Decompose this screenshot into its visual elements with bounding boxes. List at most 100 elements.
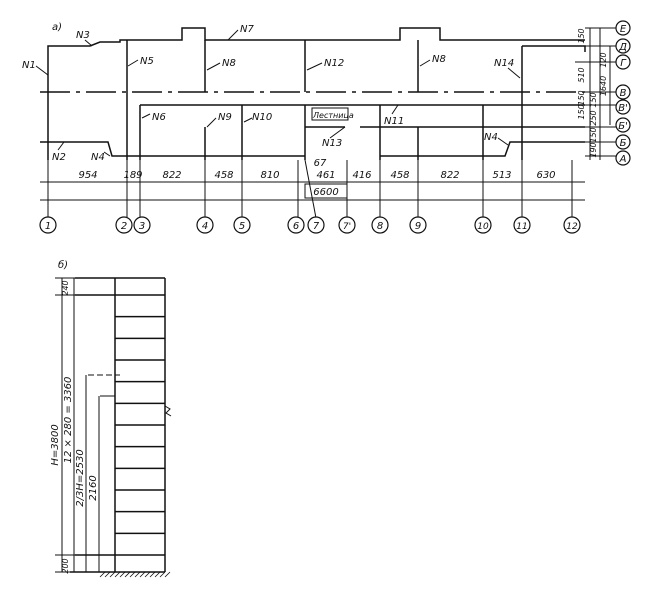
node-label: N6 xyxy=(152,112,166,123)
node-label: N4 xyxy=(91,152,105,163)
axis-label: В' xyxy=(618,103,628,114)
dim-value: 200 xyxy=(61,558,70,573)
axis-circle xyxy=(233,216,251,234)
dim-value: 12 × 280 = 3360 xyxy=(63,377,74,464)
node-label: N7 xyxy=(240,24,254,35)
leader xyxy=(306,62,323,71)
axis-circle xyxy=(615,134,631,150)
axis-circle xyxy=(513,216,531,234)
dim-value: 461 xyxy=(316,170,335,181)
dim-value: H=3800 xyxy=(50,424,61,465)
hatch-stroke xyxy=(114,571,121,578)
leader xyxy=(419,59,431,67)
axis-markers-bottom: 1 2 3 4 5 6 7 7' 8 9 10 11 12 xyxy=(39,159,581,234)
axis-circle xyxy=(371,216,389,234)
hatch-stroke xyxy=(149,571,156,578)
node-label: N8 xyxy=(222,58,236,69)
hatch-stroke xyxy=(164,571,171,578)
leader xyxy=(243,117,253,123)
axis-circle xyxy=(615,117,631,133)
dim-value: 954 xyxy=(78,170,97,181)
axis-circle xyxy=(39,216,57,234)
axis-label: Е xyxy=(620,24,627,35)
node-label: N14 xyxy=(494,58,514,69)
axis-circle xyxy=(115,216,133,234)
leader xyxy=(127,59,139,67)
hatch-stroke xyxy=(124,571,131,578)
axis-label: В xyxy=(620,88,627,99)
axis-label: Б xyxy=(620,138,627,149)
leader xyxy=(497,137,509,146)
axis-circle xyxy=(563,216,581,234)
axis-circle xyxy=(196,216,214,234)
axis-label: 7' xyxy=(343,222,351,232)
axis-circle xyxy=(615,38,631,54)
dim-value: 416 xyxy=(352,170,371,181)
leader xyxy=(141,113,151,119)
hatch-stroke xyxy=(154,571,161,578)
axis-label: Д xyxy=(618,42,627,53)
stair-box xyxy=(311,107,349,121)
axis-extension xyxy=(304,159,317,219)
axis-circle xyxy=(615,20,631,36)
axis-label: 5 xyxy=(239,221,245,232)
hatch-stroke xyxy=(134,571,141,578)
leader xyxy=(206,117,217,128)
hatch-stroke xyxy=(99,571,106,578)
axis-label: 4 xyxy=(202,221,208,232)
dim-value: 1640 xyxy=(599,76,608,96)
floor-hatch xyxy=(99,571,171,578)
wall-outline-top xyxy=(47,27,585,160)
axis-circle xyxy=(615,54,631,70)
leader xyxy=(329,126,346,139)
plan-view: а) Лестница N1 N2 N3 xyxy=(22,20,631,234)
dimension-chain-right: 150 510 150 150 150 250 150 190 120 1640 xyxy=(577,28,611,160)
plan-label: а) xyxy=(52,22,62,33)
dim-value: 189 xyxy=(123,170,142,181)
dim-value: 458 xyxy=(390,170,409,181)
stair-label: Лестница xyxy=(312,111,354,120)
hatch-stroke xyxy=(129,571,136,578)
axis-circle xyxy=(409,216,427,234)
dim-value: 822 xyxy=(162,170,181,181)
axis-circle xyxy=(615,84,631,100)
axis-circle xyxy=(338,216,356,234)
axis-label: 8 xyxy=(377,221,383,232)
axis-label: 3 xyxy=(139,221,145,232)
leader xyxy=(84,39,93,47)
axis-circle xyxy=(307,216,325,234)
wall-outline-bottom-right xyxy=(380,141,585,157)
node-label: N1 xyxy=(22,60,36,71)
dim-total: 6600 xyxy=(313,187,338,198)
dim-value: 120 xyxy=(599,52,608,67)
dim-value: 510 xyxy=(577,67,586,82)
node-label: N4 xyxy=(484,132,498,143)
wall-outline-right xyxy=(522,45,586,52)
axis-circle xyxy=(615,150,631,166)
node-label: N12 xyxy=(324,58,344,69)
dim-value: 150 xyxy=(577,104,586,119)
axis-markers-right: Е Д Г В В' Б' Б А xyxy=(575,20,631,166)
axis-label: 9 xyxy=(415,221,421,232)
node-label: N2 xyxy=(52,152,66,163)
axis-label: 7 xyxy=(313,221,320,232)
dim-value: 810 xyxy=(260,170,279,181)
dim-value: 513 xyxy=(492,170,511,181)
hatch-stroke xyxy=(139,571,146,578)
shelves xyxy=(115,315,165,535)
break-mark xyxy=(164,405,172,417)
axis-label: 2 xyxy=(121,221,127,232)
node-label: N13 xyxy=(322,138,342,149)
node-label: N9 xyxy=(218,112,232,123)
leader xyxy=(103,151,111,157)
hatch-stroke xyxy=(109,571,116,578)
axis-label: 6 xyxy=(293,221,299,232)
axis-label: А xyxy=(619,154,627,165)
node-label: N10 xyxy=(252,112,272,123)
axis-label: Г xyxy=(620,58,627,69)
axis-label: 11 xyxy=(516,222,527,232)
axis-circle xyxy=(133,216,151,234)
axis-circle xyxy=(474,216,492,234)
section-view: б) 240 200 H=3800 12 × 280 = 3360 2/3H=2… xyxy=(50,259,172,578)
